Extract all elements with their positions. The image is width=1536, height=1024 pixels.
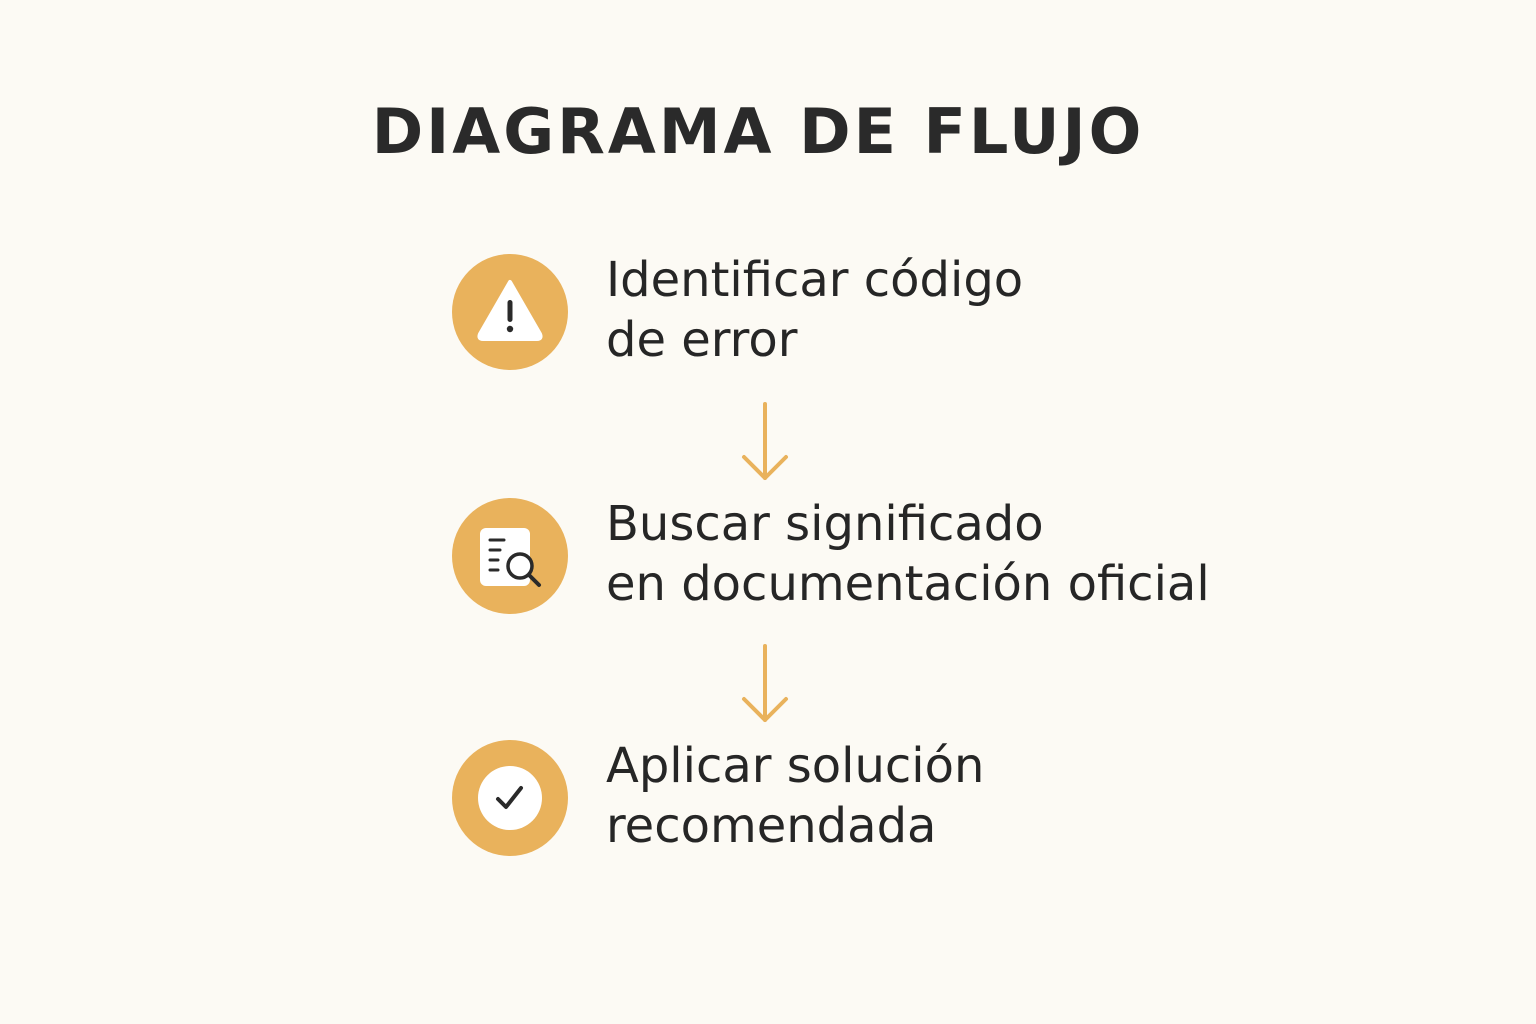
step-label-line: Buscar significado xyxy=(606,496,1044,552)
document-search-icon xyxy=(480,528,541,587)
step-icon-circle xyxy=(452,740,568,856)
step-label-line: de error xyxy=(606,312,798,368)
step-label-line: recomendada xyxy=(606,798,937,854)
step-label-line: Identificar código xyxy=(606,252,1024,308)
step-label-line: Aplicar solución xyxy=(606,738,985,794)
step-label: Aplicar solución recomendada xyxy=(606,736,1266,856)
step-label: Identificar código de error xyxy=(606,250,1266,370)
step-label: Buscar significado en documentación ofic… xyxy=(606,494,1266,614)
arrow-down-connector xyxy=(742,644,788,722)
step-label-line: en documentación oficial xyxy=(606,556,1210,612)
checkmark-icon xyxy=(478,766,542,830)
warning-triangle-icon xyxy=(477,280,543,341)
arrow-down-connector xyxy=(742,402,788,480)
step-icon-circle xyxy=(452,498,568,614)
diagram-title: DIAGRAMA DE FLUJO xyxy=(371,95,1145,168)
step-icon-circle xyxy=(452,254,568,370)
